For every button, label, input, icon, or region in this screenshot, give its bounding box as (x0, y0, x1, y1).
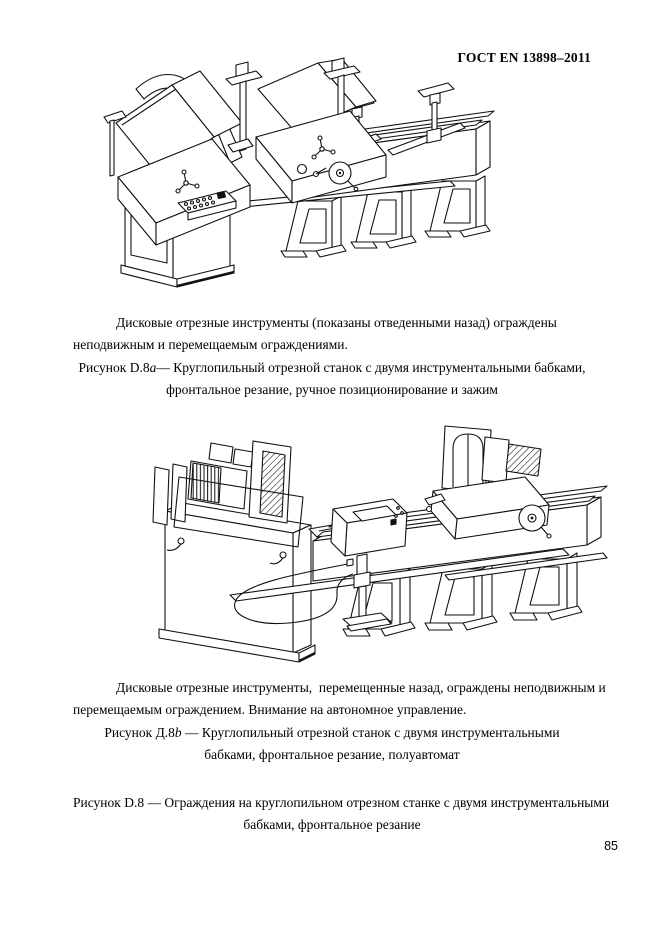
caption-text: — Круглопильный отрезной станок с двумя … (181, 725, 560, 740)
caption-variant-letter: a (149, 360, 157, 375)
description-line: перемещаемым ограждением. Внимание на ав… (73, 702, 467, 717)
caption-line: фронтальное резание, ручное позициониров… (166, 382, 498, 397)
figure-a-caption: Рисунок D.8a— Круглопильный отрезной ста… (73, 357, 591, 401)
caption-line: Рисунок D.8a— Круглопильный отрезной ста… (73, 357, 591, 379)
figure-a-drawing-saw-machine-manual (103, 57, 495, 288)
description-line: неподвижным и перемещаемым ограждениями. (73, 337, 348, 352)
figure-b-caption: Рисунок Д.8b — Круглопильный отрезной ст… (73, 722, 591, 766)
caption-line: Рисунок Д.8b — Круглопильный отрезной ст… (73, 722, 591, 744)
caption-label: Рисунок Д.8 (104, 725, 175, 740)
document-header: ГОСТ EN 13898–2011 (457, 50, 591, 65)
caption-line: бабками, фронтальное резание (243, 817, 421, 832)
figure-b-description: Дисковые отрезные инструменты, перемещен… (73, 677, 606, 721)
caption-label: Рисунок D.8 (78, 360, 150, 375)
description-line: Дисковые отрезные инструменты, перемещен… (116, 680, 606, 695)
page-number: 85 (604, 839, 618, 853)
figure-overall-caption: Рисунок D.8 — Ограждения на круглопильно… (73, 792, 610, 836)
caption-line: Рисунок D.8 — Ограждения на круглопильно… (73, 795, 610, 810)
caption-variant-letter: b (174, 725, 182, 740)
figure-a-description: Дисковые отрезные инструменты (показаны … (73, 312, 591, 356)
caption-line: бабками, фронтальное резание, полуавтома… (204, 747, 460, 762)
caption-text: — Круглопильный отрезной станок с двумя … (156, 360, 586, 375)
figure-b-drawing-saw-machine-semiautomatic (152, 425, 608, 663)
description-line: Дисковые отрезные инструменты (показаны … (116, 315, 557, 330)
